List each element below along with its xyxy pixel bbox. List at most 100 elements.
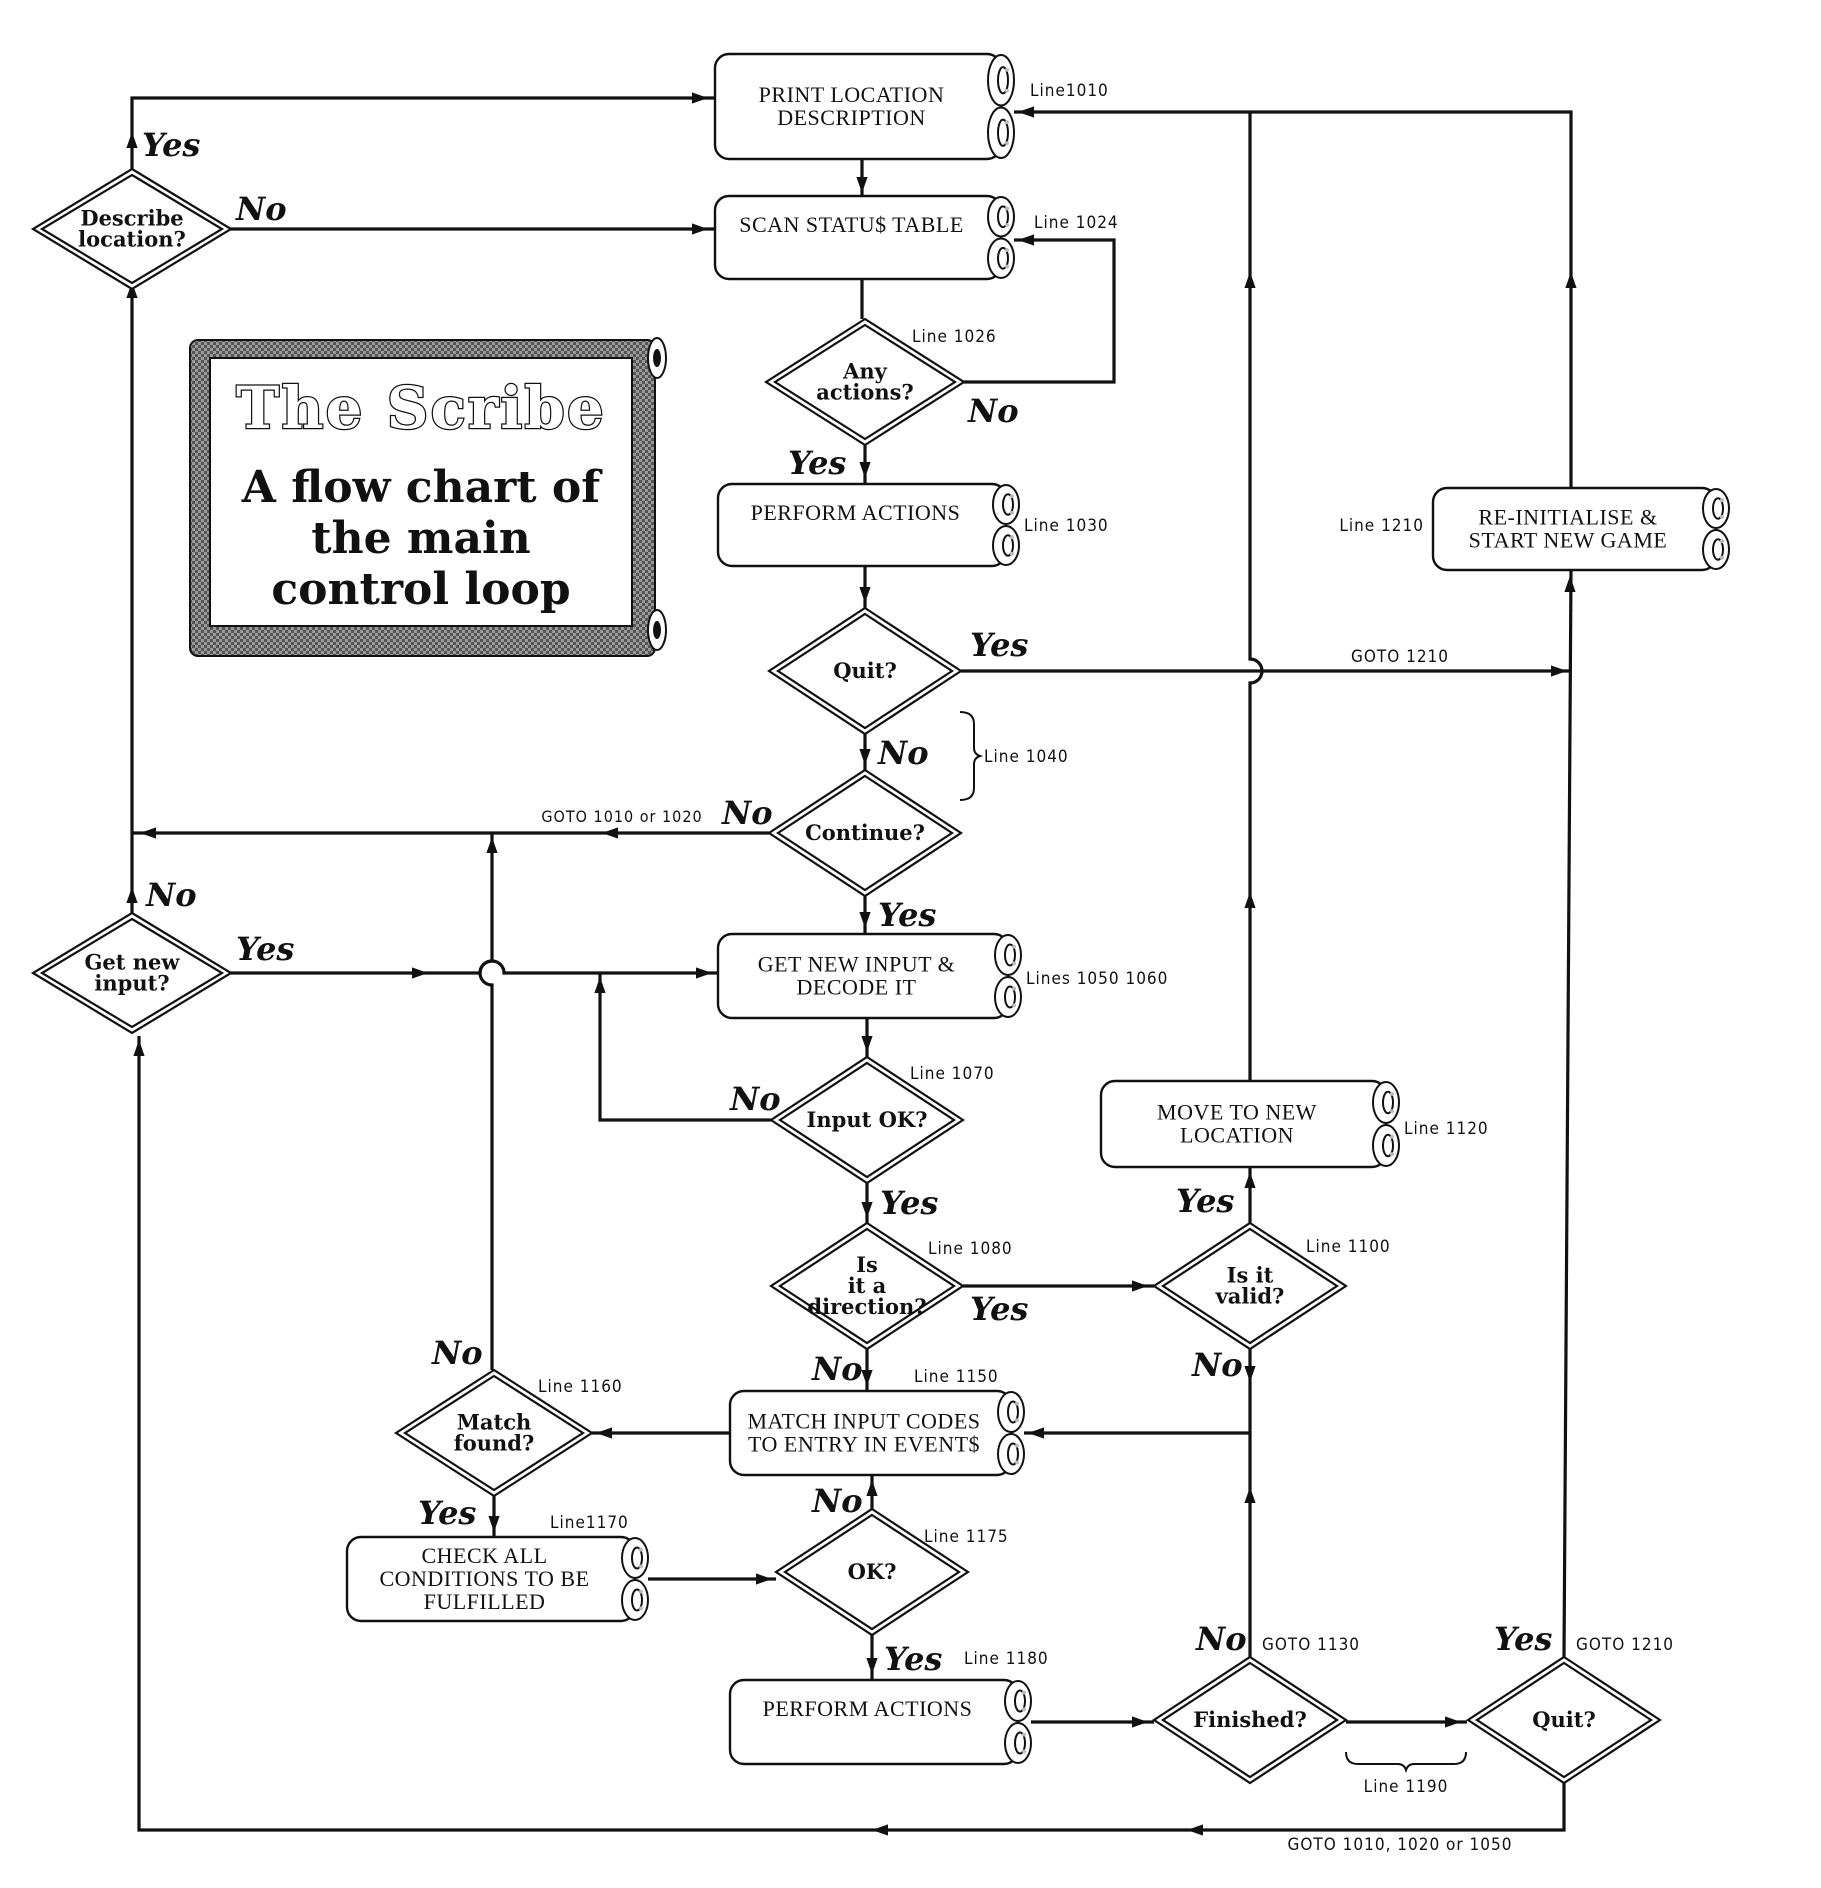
scroll-roll-bottom-icon xyxy=(1372,1124,1400,1167)
decision-text-line: valid? xyxy=(1215,1284,1285,1309)
line-ref-label: Line1010 xyxy=(1030,81,1109,101)
connector-quit2-yes xyxy=(1562,569,1573,1658)
line-ref-label: Line 1150 xyxy=(914,1367,999,1387)
box-text-line: LOCATION xyxy=(1180,1123,1294,1148)
decision-text-line: OK? xyxy=(848,1559,897,1584)
process-box-scan-status: SCAN STATU$ TABLE Line 1024 xyxy=(713,194,1119,281)
diamond-outer xyxy=(766,606,964,736)
label-any-yes: Yes xyxy=(788,444,846,482)
diamond-outer xyxy=(773,1507,971,1637)
decision-text-line: Is xyxy=(856,1252,878,1277)
line-ref-label: Line 1024 xyxy=(1034,213,1119,233)
decision-input-ok: Input OK?Line 1070 xyxy=(768,1055,994,1185)
arrowhead-icon xyxy=(1018,106,1034,118)
box-body xyxy=(728,1678,1020,1766)
label-inputok-no: No xyxy=(729,1080,781,1118)
arrowhead-icon xyxy=(602,827,618,839)
box-text-line: SCAN STATU$ TABLE xyxy=(739,212,964,237)
arrowhead-icon xyxy=(1445,1716,1461,1728)
annotation-goto-bottom: GOTO 1010, 1020 or 1050 xyxy=(1288,1835,1513,1855)
scroll-roll-top-icon xyxy=(1702,488,1730,529)
decision-text-line: input? xyxy=(94,971,169,996)
label-ok-yes: Yes xyxy=(884,1640,942,1678)
decision-quit-1: Quit? xyxy=(766,606,964,736)
box-text-line: FULFILLED xyxy=(424,1589,546,1614)
branch-labels: Yes No No Yes Yes No No Yes No Yes No Ye… xyxy=(142,126,1552,1678)
connector-matchfound-no xyxy=(478,833,494,1370)
decision-text-line: Continue? xyxy=(805,820,925,845)
connector-top-return xyxy=(1014,110,1573,488)
decision-text-line: Finished? xyxy=(1193,1707,1307,1732)
decision-text-line: location? xyxy=(78,227,186,252)
decision-ok: OK?Line 1175 xyxy=(773,1507,1008,1637)
box-text-line: MOVE TO NEW xyxy=(1157,1100,1317,1125)
diamond-outer xyxy=(768,1055,966,1185)
scroll-roll-top-icon xyxy=(1004,1680,1032,1722)
arrowhead-icon xyxy=(696,967,712,979)
scroll-roll-top-icon xyxy=(987,54,1015,107)
decision-quit-2: Quit? xyxy=(1465,1655,1663,1785)
decision-text-line: Describe xyxy=(80,206,183,231)
scroll-roll-bottom-icon xyxy=(1702,529,1730,570)
diamond-inner xyxy=(1474,1661,1654,1779)
box-text-line: DESCRIPTION xyxy=(777,105,926,130)
box-text-line: PERFORM ACTIONS xyxy=(751,500,961,525)
label-quit1-no: No xyxy=(877,734,929,772)
arrowhead-icon xyxy=(692,92,708,104)
arrowhead-icon xyxy=(596,1427,612,1439)
decision-text-line: Quit? xyxy=(833,658,897,683)
connector-any-no xyxy=(964,238,1116,384)
scroll-roll-bottom-icon xyxy=(1004,1722,1032,1764)
annotation-goto-1130: GOTO 1130 xyxy=(1262,1635,1360,1655)
label-valid-yes: Yes xyxy=(1176,1182,1234,1220)
decision-text-line: found? xyxy=(454,1431,535,1456)
arrowhead-icon xyxy=(1244,272,1256,288)
label-inputok-yes: Yes xyxy=(880,1184,938,1222)
title-card: The Scribe A flow chart of the main cont… xyxy=(189,337,667,657)
arrowhead-icon xyxy=(756,1573,772,1585)
arrowhead-icon xyxy=(1244,1366,1256,1382)
label-matchfound-yes: Yes xyxy=(418,1494,476,1532)
arrowhead-icon xyxy=(861,1036,873,1052)
label-quit1-yes: Yes xyxy=(970,626,1028,664)
connectors xyxy=(130,96,1573,1832)
arrowhead-icon xyxy=(1018,234,1034,246)
arrowhead-icon xyxy=(1244,1172,1256,1188)
annotation-line-1040: Line 1040 xyxy=(984,747,1069,767)
diamond-inner xyxy=(772,323,958,441)
line-ref-label: Line 1160 xyxy=(538,1377,623,1397)
scroll-roll-top-icon xyxy=(994,934,1022,976)
title-scribe: The Scribe xyxy=(236,374,606,442)
decision-text-line: it a xyxy=(848,1273,887,1298)
diamond-outer xyxy=(1465,1655,1663,1785)
diamond-inner xyxy=(777,1227,957,1345)
decision-text-line: Is it xyxy=(1227,1263,1274,1288)
arrowhead-icon xyxy=(859,749,871,765)
brace-line-1040 xyxy=(959,711,984,801)
label-getnew-yes: Yes xyxy=(236,930,294,968)
annotation-goto-1210-bottom: GOTO 1210 xyxy=(1576,1635,1674,1655)
box-body xyxy=(716,482,1008,568)
label-describe-yes: Yes xyxy=(142,126,200,164)
connector-describe-yes xyxy=(130,96,715,184)
arrowhead-icon xyxy=(861,1202,873,1218)
diamond-inner xyxy=(777,1061,957,1179)
decision-text-line: actions? xyxy=(816,380,913,405)
decision-continue: Continue? xyxy=(766,768,964,898)
diamond-inner xyxy=(782,1513,962,1631)
box-text-line: PRINT LOCATION xyxy=(759,82,945,107)
label-continue-yes: Yes xyxy=(878,896,936,934)
box-text-line: DECODE IT xyxy=(797,975,917,1000)
label-getnew-no: No xyxy=(145,876,197,914)
diamond-inner xyxy=(39,173,225,285)
scroll-roll-top-icon xyxy=(621,1537,649,1579)
